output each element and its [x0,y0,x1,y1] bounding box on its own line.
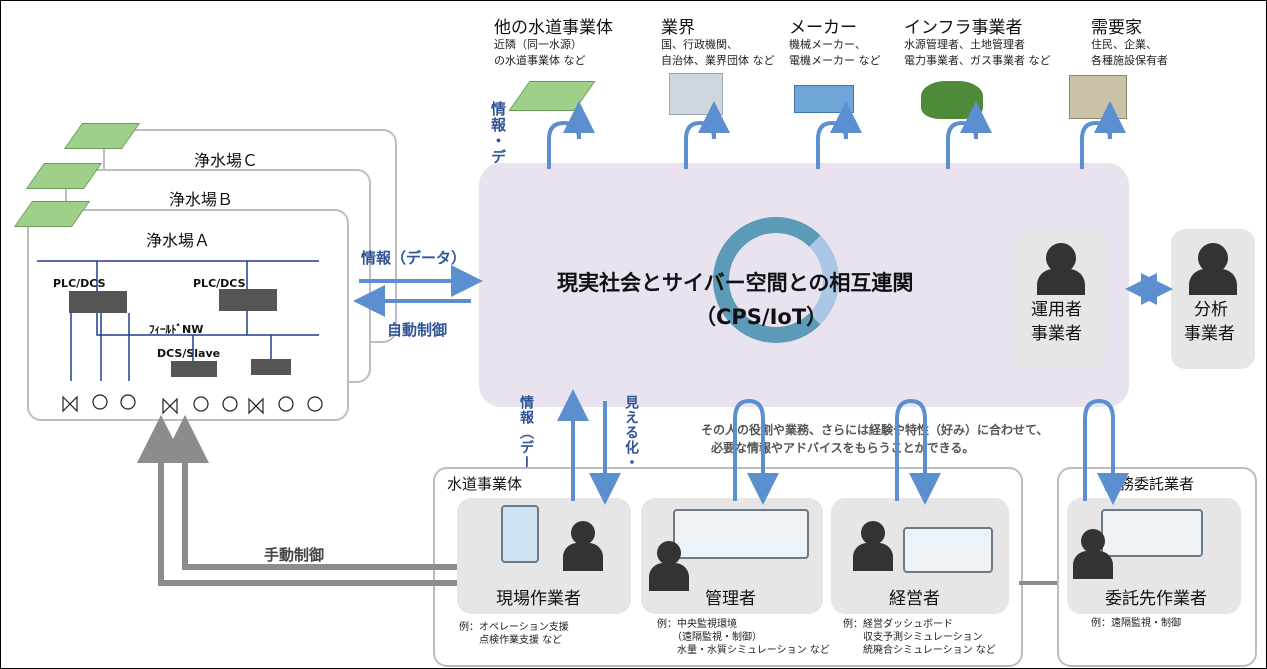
stakeholder-desc: 自治体、業界団体 など [661,54,775,67]
plc-dcs-label-2: PLC/DCS [193,277,246,290]
stakeholder-title: インフラ事業者 [904,18,1023,38]
operator-label-1: 運用者 [1031,300,1082,320]
manager-person-icon [657,541,681,565]
stakeholder-title: 業界 [661,18,695,38]
plc-device-1 [69,291,127,313]
contractor-body-icon [1073,551,1113,579]
stakeholder-desc: 電力事業者、ガス事業者 など [904,54,1051,67]
dashboard-icon [903,527,993,573]
central-monitor-icon [673,509,809,559]
contractor-example: 例：遠隔監視・制御 [1091,618,1181,629]
stakeholder-desc: 各種施設保有者 [1091,54,1168,67]
contractor-worker-label: 委託先作業者 [1105,589,1207,609]
manager-example-1: 例：中央監視環境 [657,619,737,630]
field-worker-example-1: 例：オペレーション支援 [459,622,569,633]
stakeholder-desc: 近隣（同一水源） [494,38,582,51]
operator-label-2: 事業者 [1031,324,1082,344]
auto-control-label: 自動制御 [387,321,448,339]
stakeholder-desc: の水道事業体 など [494,54,586,67]
field-network-label: ﾌｨｰﾙﾄﾞNW [149,323,204,336]
manager-body-icon [649,563,689,591]
stakeholder-desc: 水源管理者、土地管理者 [904,38,1025,51]
dcs-slave-device-2 [251,359,291,375]
field-worker-example-2: 点検作業支援 など [459,635,563,646]
stakeholder-title: 需要家 [1091,18,1142,38]
analyst-label-2: 事業者 [1184,324,1235,344]
stakeholder-desc: 住民、企業、 [1091,38,1157,51]
plant-a-box [27,209,349,421]
stakeholder-desc: 機械メーカー、 [789,38,866,51]
executive-example-2: 収支予測シミュレーション [843,632,983,643]
dcs-slave-label: DCS/Slave [157,347,221,360]
executive-example-3: 統廃合シミュレーション など [843,645,996,656]
contractor-person-icon [1081,529,1105,553]
note-line-2: 必要な情報やアドバイスをもらうことができる。 [711,441,975,455]
remote-monitor-icon [1101,509,1203,557]
tablet-icon [501,505,539,563]
utility-title: 水道事業体 [447,475,523,493]
field-worker-body-icon [563,543,603,571]
plant-b-label: 浄水場Ｂ [169,190,234,209]
analyst-label-1: 分析 [1194,300,1228,320]
info-data-label: 情報（データ） [361,249,467,267]
manager-example-2: （遠隔監視・制御） [657,632,762,643]
plc-device-2 [219,289,277,311]
stakeholder-title: 他の水道事業体 [494,18,613,38]
executive-person-icon [861,521,885,545]
operator-body-icon [1037,269,1085,295]
government-building-icon [669,73,723,115]
manager-example-3: 水量・水質シミュレーション など [657,645,830,656]
analyst-person-icon [1198,243,1228,273]
executive-label: 経営者 [889,589,940,609]
field-worker-label: 現場作業者 [496,589,581,609]
operator-person-icon [1046,243,1076,273]
executive-example-1: 例：経営ダッシュボード [843,619,953,630]
field-worker-person-icon [571,521,595,545]
executive-body-icon [853,543,893,571]
cps-subtitle: （CPS/IoT） [695,305,828,329]
analyst-body-icon [1189,269,1237,295]
manager-label: 管理者 [705,589,756,609]
stakeholder-desc: 国、行政機関、 [661,38,738,51]
stakeholder-title: メーカー [789,18,857,38]
plc-dcs-label-1: PLC/DCS [53,277,106,290]
plant-c-label: 浄水場Ｃ [194,151,259,170]
cps-title: 現実社会とサイバー空間との相互連関 [557,271,914,295]
stakeholder-desc: 電機メーカー など [789,54,881,67]
dcs-slave-device-1 [171,361,217,377]
manual-control-label: 手動制御 [264,546,325,564]
plant-a-label: 浄水場Ａ [146,231,211,250]
note-line-1: その人の役割や業務、さらには経験や特性（好み）に合わせて、 [701,423,1049,437]
